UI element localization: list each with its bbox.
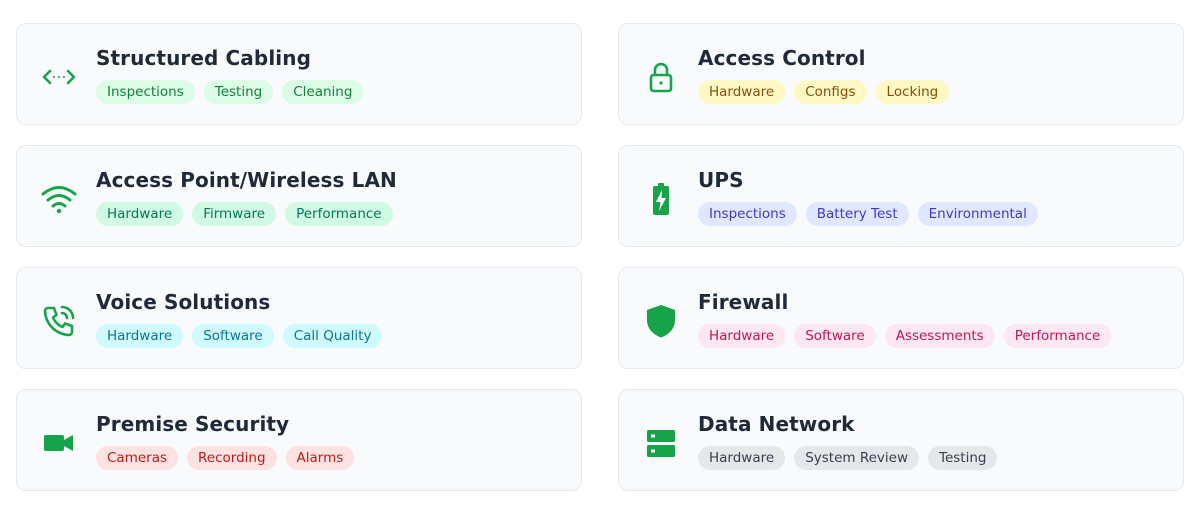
tag: Hardware bbox=[698, 324, 786, 348]
tag: Assessments bbox=[884, 324, 995, 348]
tag-list: Cameras Recording Alarms bbox=[96, 446, 355, 470]
tag: Testing bbox=[928, 446, 998, 470]
tag: Recording bbox=[187, 446, 277, 470]
tag: Locking bbox=[875, 80, 950, 104]
card-ups[interactable]: UPS Inspections Battery Test Environment… bbox=[618, 145, 1184, 247]
video-camera-icon bbox=[39, 423, 79, 463]
code-arrows-icon bbox=[39, 57, 79, 97]
card-access-point-wireless-lan[interactable]: Access Point/Wireless LAN Hardware Firmw… bbox=[16, 145, 582, 247]
card-title: Firewall bbox=[698, 290, 789, 314]
tag: Firmware bbox=[192, 202, 277, 226]
tag: Hardware bbox=[96, 324, 184, 348]
card-title: UPS bbox=[698, 168, 744, 192]
card-data-network[interactable]: Data Network Hardware System Review Test… bbox=[618, 389, 1184, 491]
tag: Cleaning bbox=[282, 80, 364, 104]
battery-charging-icon bbox=[641, 179, 681, 219]
tag: Hardware bbox=[698, 80, 786, 104]
server-icon bbox=[641, 423, 681, 463]
tag-list: Inspections Battery Test Environmental bbox=[698, 202, 1038, 226]
tag: Inspections bbox=[96, 80, 195, 104]
tag: Software bbox=[192, 324, 274, 348]
tag-list: Hardware Configs Locking bbox=[698, 80, 950, 104]
card-title: Premise Security bbox=[96, 412, 290, 436]
tag: Alarms bbox=[285, 446, 355, 470]
card-title: Structured Cabling bbox=[96, 46, 311, 70]
tag: Hardware bbox=[96, 202, 184, 226]
card-title: Data Network bbox=[698, 412, 855, 436]
card-access-control[interactable]: Access Control Hardware Configs Locking bbox=[618, 23, 1184, 125]
card-firewall[interactable]: Firewall Hardware Software Assessments P… bbox=[618, 267, 1184, 369]
tag: Performance bbox=[285, 202, 393, 226]
tag: Hardware bbox=[698, 446, 786, 470]
tag-list: Hardware Software Assessments Performanc… bbox=[698, 324, 1112, 348]
card-voice-solutions[interactable]: Voice Solutions Hardware Software Call Q… bbox=[16, 267, 582, 369]
tag: Call Quality bbox=[282, 324, 383, 348]
lock-icon bbox=[641, 57, 681, 97]
tag-list: Hardware System Review Testing bbox=[698, 446, 998, 470]
shield-icon bbox=[641, 301, 681, 341]
tag: Inspections bbox=[698, 202, 797, 226]
card-title: Access Control bbox=[698, 46, 866, 70]
tag: Performance bbox=[1003, 324, 1112, 348]
tag: Battery Test bbox=[805, 202, 909, 226]
tag-list: Inspections Testing Cleaning bbox=[96, 80, 364, 104]
card-premise-security[interactable]: Premise Security Cameras Recording Alarm… bbox=[16, 389, 582, 491]
card-title: Voice Solutions bbox=[96, 290, 271, 314]
tag: Cameras bbox=[96, 446, 179, 470]
card-title: Access Point/Wireless LAN bbox=[96, 168, 397, 192]
tag-list: Hardware Firmware Performance bbox=[96, 202, 393, 226]
tag: Testing bbox=[203, 80, 274, 104]
phone-ringing-icon bbox=[39, 301, 79, 341]
tag-list: Hardware Software Call Quality bbox=[96, 324, 383, 348]
tag: System Review bbox=[794, 446, 919, 470]
tag: Environmental bbox=[917, 202, 1038, 226]
wifi-icon bbox=[39, 179, 79, 219]
tag: Software bbox=[794, 324, 876, 348]
card-structured-cabling[interactable]: Structured Cabling Inspections Testing C… bbox=[16, 23, 582, 125]
tag: Configs bbox=[794, 80, 867, 104]
service-grid: Structured Cabling Inspections Testing C… bbox=[16, 23, 1184, 491]
